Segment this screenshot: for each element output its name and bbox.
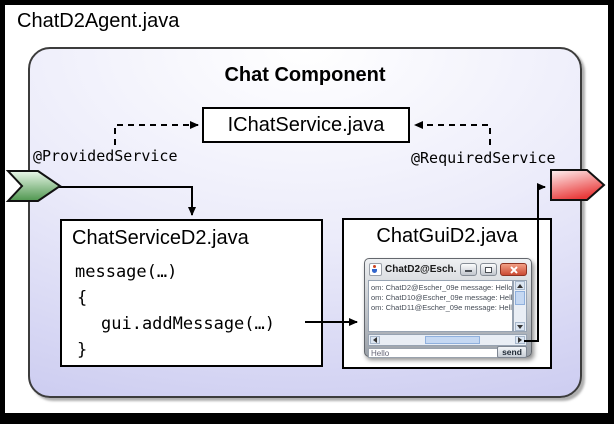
horizontal-scroll-thumb[interactable] xyxy=(425,336,480,344)
horizontal-scrollbar[interactable] xyxy=(368,334,527,346)
message-line: om: ChatD2@Escher_09e message: Hello xyxy=(371,283,513,292)
service-box-title: ChatServiceD2.java xyxy=(72,227,249,249)
scroll-up-icon xyxy=(517,283,523,288)
close-button[interactable] xyxy=(500,263,527,276)
code-line: message(…) xyxy=(75,262,178,282)
service-box: ChatServiceD2.java message(…) { gui.addM… xyxy=(60,219,323,367)
minimize-button[interactable] xyxy=(460,263,477,276)
message-input[interactable] xyxy=(368,348,499,358)
required-service-annotation: @RequiredService xyxy=(411,149,556,167)
scroll-left-button[interactable] xyxy=(370,336,380,344)
chat-component-title: Chat Component xyxy=(224,64,386,86)
chat-window-titlebar: ChatD2@Esch... xyxy=(367,261,529,278)
scroll-down-button[interactable] xyxy=(515,322,525,331)
scroll-down-icon xyxy=(517,324,523,329)
vertical-scroll-thumb[interactable] xyxy=(515,291,525,305)
page-title: ChatD2Agent.java xyxy=(17,10,180,32)
gui-box-title: ChatGuiD2.java xyxy=(376,225,518,247)
chat-window: ChatD2@Esch... om: ChatD2@Escher_09e mes… xyxy=(364,258,532,358)
chat-window-title: ChatD2@Esch... xyxy=(385,264,457,275)
send-button-label: send xyxy=(502,347,522,357)
code-line: } xyxy=(77,340,88,360)
provided-service-annotation: @ProvidedService xyxy=(33,147,178,165)
slide-bottom-bar xyxy=(0,413,614,424)
send-button[interactable]: send xyxy=(497,346,527,358)
minimize-icon xyxy=(465,270,472,272)
vertical-scrollbar[interactable] xyxy=(513,280,527,332)
interface-box: IChatService.java xyxy=(202,107,410,143)
java-icon xyxy=(369,263,382,276)
code-line: { xyxy=(77,288,88,308)
code-line: gui.addMessage(…) xyxy=(101,314,275,334)
message-line: om: ChatD10@Escher_09e message: Hello xyxy=(371,293,513,302)
maximize-button[interactable] xyxy=(480,263,497,276)
interface-label: IChatService.java xyxy=(227,113,385,136)
maximize-icon xyxy=(485,267,492,273)
gui-box: ChatGuiD2.java ChatD2@Esch... om: ChatD2… xyxy=(342,218,552,369)
scroll-up-button[interactable] xyxy=(515,281,525,290)
message-list: om: ChatD2@Escher_09e message: Hello om:… xyxy=(368,280,513,332)
scroll-right-button[interactable] xyxy=(515,336,525,344)
scroll-right-icon xyxy=(518,337,522,343)
scroll-left-icon xyxy=(373,337,377,343)
message-line: om: ChatD11@Escher_09e message: Hello xyxy=(371,303,513,312)
